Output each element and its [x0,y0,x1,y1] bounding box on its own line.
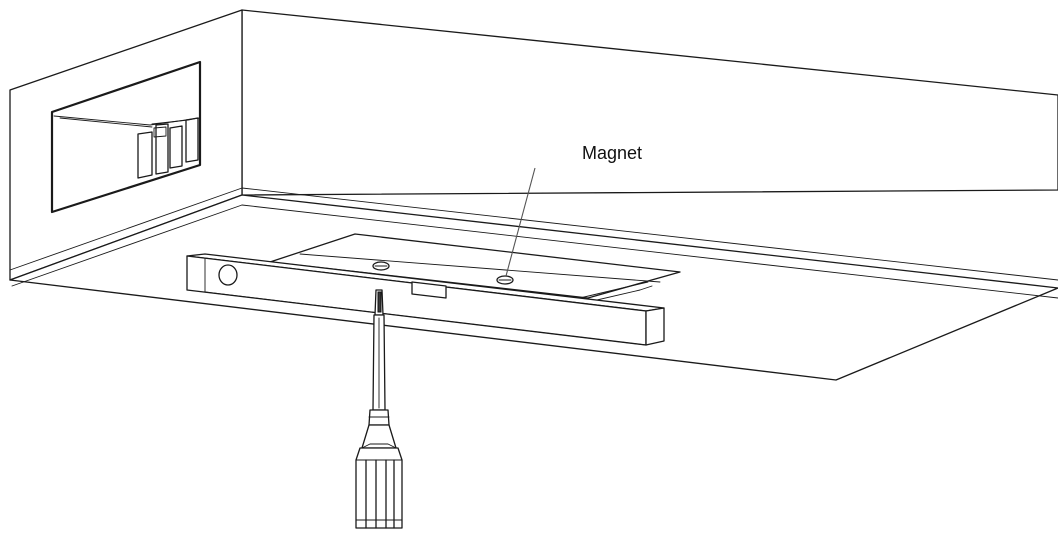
cabinet-bevel-front [9,187,243,271]
window-inner-ledge-2 [59,117,153,128]
magnet-callout: Magnet [505,143,642,277]
magnet-leader-line [505,167,536,277]
cabinet-bevel-front-2 [11,204,243,287]
recess-slot-2 [583,285,653,304]
cabinet-bevel-side-2 [241,204,1058,299]
latch-top-edge [151,117,199,125]
screwdriver [355,289,403,529]
bracket-notch [411,281,447,299]
cabinet-bevel-side [241,187,1058,281]
screwdriver-neck [361,424,397,449]
screw-right [496,275,514,285]
latch-block-1 [137,131,153,179]
bracket-end [645,307,665,346]
recess-edge [299,253,661,283]
recess-slot [579,281,649,299]
screw-left [372,261,390,271]
latch-block-3 [169,125,183,169]
window-frame [50,60,202,214]
mounting-bracket [186,253,665,346]
bracket-hole [218,264,238,286]
latch-block-4 [185,117,199,163]
screwdriver-tip-dark [377,291,382,313]
latch-top-edge-2 [153,126,167,138]
front-window [50,60,202,214]
magnet-label: Magnet [582,143,642,163]
bracket-bottom-line [204,291,647,346]
screwdriver-ferrule [368,409,390,426]
cabinet-top-face [241,9,1058,196]
